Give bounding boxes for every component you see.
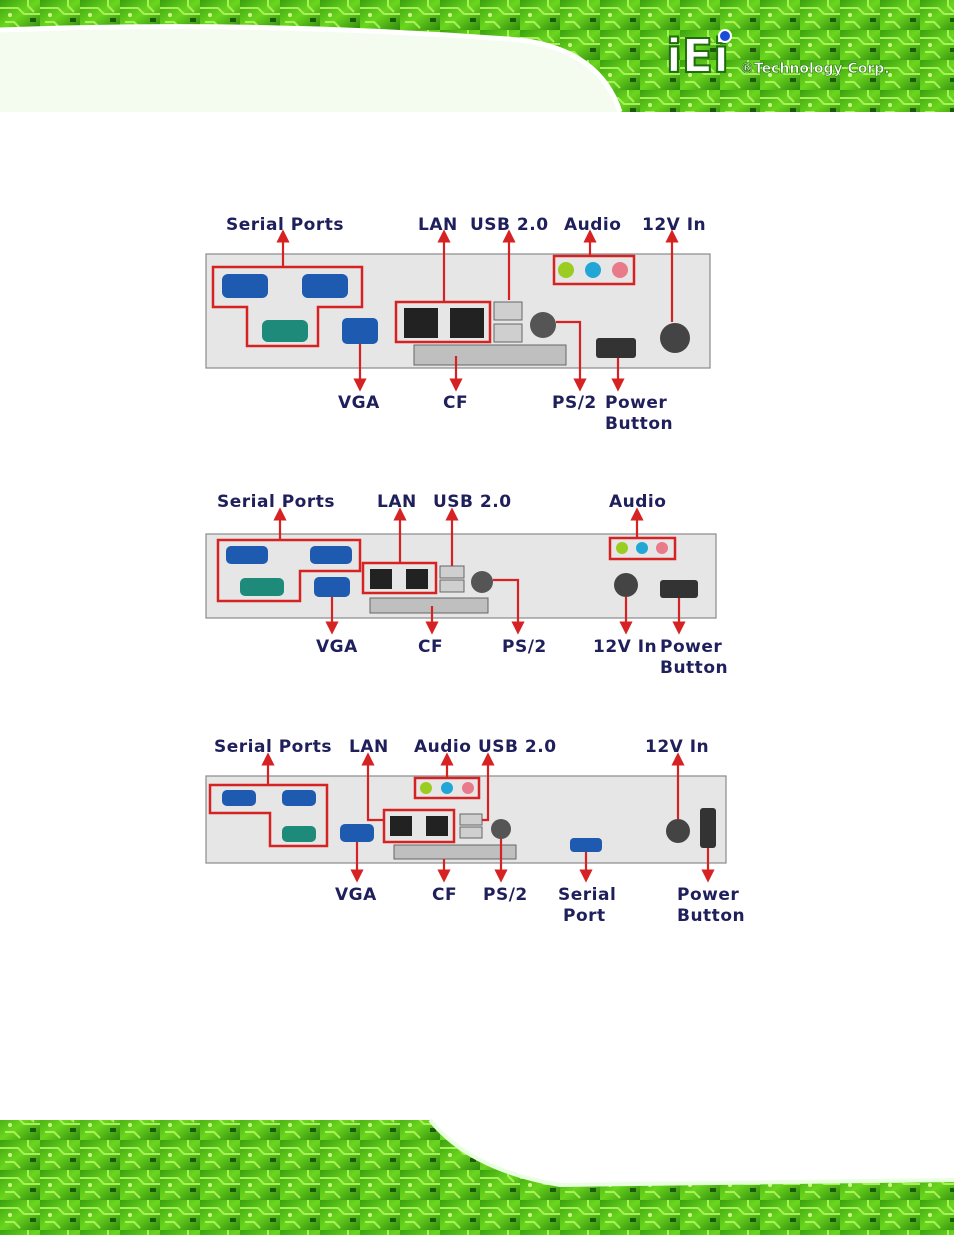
label-cf: CF	[432, 885, 457, 905]
serial-port-icon	[222, 790, 256, 806]
ps2-port-icon	[471, 571, 493, 593]
logo-tagline: ®Technology Corp.	[740, 61, 890, 77]
power-button-icon	[700, 808, 716, 848]
label-vga: VGA	[316, 637, 358, 657]
cf-slot-icon	[414, 345, 566, 365]
label-audio: Audio	[414, 737, 471, 757]
diagram-2: Serial Ports LAN USB 2.0 Audio VGA CF PS…	[206, 492, 728, 678]
usb-port-icon	[440, 566, 464, 578]
label-power-button-line2: Button	[677, 906, 745, 926]
label-power-button-line1: Power	[660, 637, 722, 657]
serial-port-icon	[282, 826, 316, 842]
power-button-icon	[596, 338, 636, 358]
serial-port-icon	[310, 546, 352, 564]
audio-jack-icon	[585, 262, 601, 278]
audio-jack-icon	[441, 782, 453, 794]
serial-port-icon	[240, 578, 284, 596]
ps2-port-icon	[530, 312, 556, 338]
usb-port-icon	[440, 580, 464, 592]
label-cf: CF	[418, 637, 443, 657]
serial-port-icon	[282, 790, 316, 806]
audio-jack-icon	[656, 542, 668, 554]
serial-port-icon	[262, 320, 308, 342]
label-serial-port-line2: Port	[563, 906, 606, 926]
vga-port-icon	[342, 318, 378, 344]
dc-power-jack-icon	[660, 323, 690, 353]
label-12v-in: 12V In	[593, 637, 657, 657]
label-12v-in: 12V In	[642, 215, 706, 235]
label-power-button-line1: Power	[677, 885, 739, 905]
label-serial-ports: Serial Ports	[214, 737, 332, 757]
usb-port-icon	[460, 814, 482, 825]
label-power-button-line2: Button	[660, 658, 728, 678]
diagram-3: Serial Ports LAN Audio USB 2.0 12V In VG…	[206, 737, 745, 926]
audio-jack-icon	[616, 542, 628, 554]
serial-port-icon	[570, 838, 602, 852]
audio-jack-icon	[558, 262, 574, 278]
diagram-1: Serial Ports LAN USB 2.0 Audio 12V In VG…	[206, 215, 710, 434]
footer-banner	[0, 1120, 954, 1235]
label-ps2: PS/2	[483, 885, 528, 905]
dc-power-jack-icon	[614, 573, 638, 597]
label-lan: LAN	[418, 215, 458, 235]
vga-port-icon	[314, 577, 350, 597]
label-usb: USB 2.0	[478, 737, 557, 757]
label-vga: VGA	[338, 393, 380, 413]
audio-jack-icon	[612, 262, 628, 278]
label-serial-ports: Serial Ports	[226, 215, 344, 235]
vga-port-icon	[340, 824, 374, 842]
power-button-icon	[660, 580, 698, 598]
label-serial-port-line1: Serial	[558, 885, 616, 905]
cf-slot-icon	[394, 845, 516, 859]
label-cf: CF	[443, 393, 468, 413]
usb-port-icon	[494, 324, 522, 342]
label-power-button-line1: Power	[605, 393, 667, 413]
ps2-port-icon	[491, 819, 511, 839]
label-audio: Audio	[564, 215, 621, 235]
header-banner: iEi ®Technology Corp.	[0, 0, 954, 112]
audio-jack-icon	[636, 542, 648, 554]
cf-slot-icon	[370, 598, 488, 613]
serial-port-icon	[302, 274, 348, 298]
label-lan: LAN	[377, 492, 417, 512]
logo-dot-icon	[719, 30, 731, 42]
usb-port-icon	[460, 827, 482, 838]
label-vga: VGA	[335, 885, 377, 905]
serial-port-icon	[222, 274, 268, 298]
label-audio: Audio	[609, 492, 666, 512]
serial-port-icon	[226, 546, 268, 564]
label-ps2: PS/2	[552, 393, 597, 413]
audio-jack-icon	[462, 782, 474, 794]
audio-jack-icon	[420, 782, 432, 794]
label-usb: USB 2.0	[470, 215, 549, 235]
label-usb: USB 2.0	[433, 492, 512, 512]
label-ps2: PS/2	[502, 637, 547, 657]
dc-power-jack-icon	[666, 819, 690, 843]
label-12v-in: 12V In	[645, 737, 709, 757]
usb-port-icon	[494, 302, 522, 320]
label-serial-ports: Serial Ports	[217, 492, 335, 512]
label-lan: LAN	[349, 737, 389, 757]
label-power-button-line2: Button	[605, 414, 673, 434]
